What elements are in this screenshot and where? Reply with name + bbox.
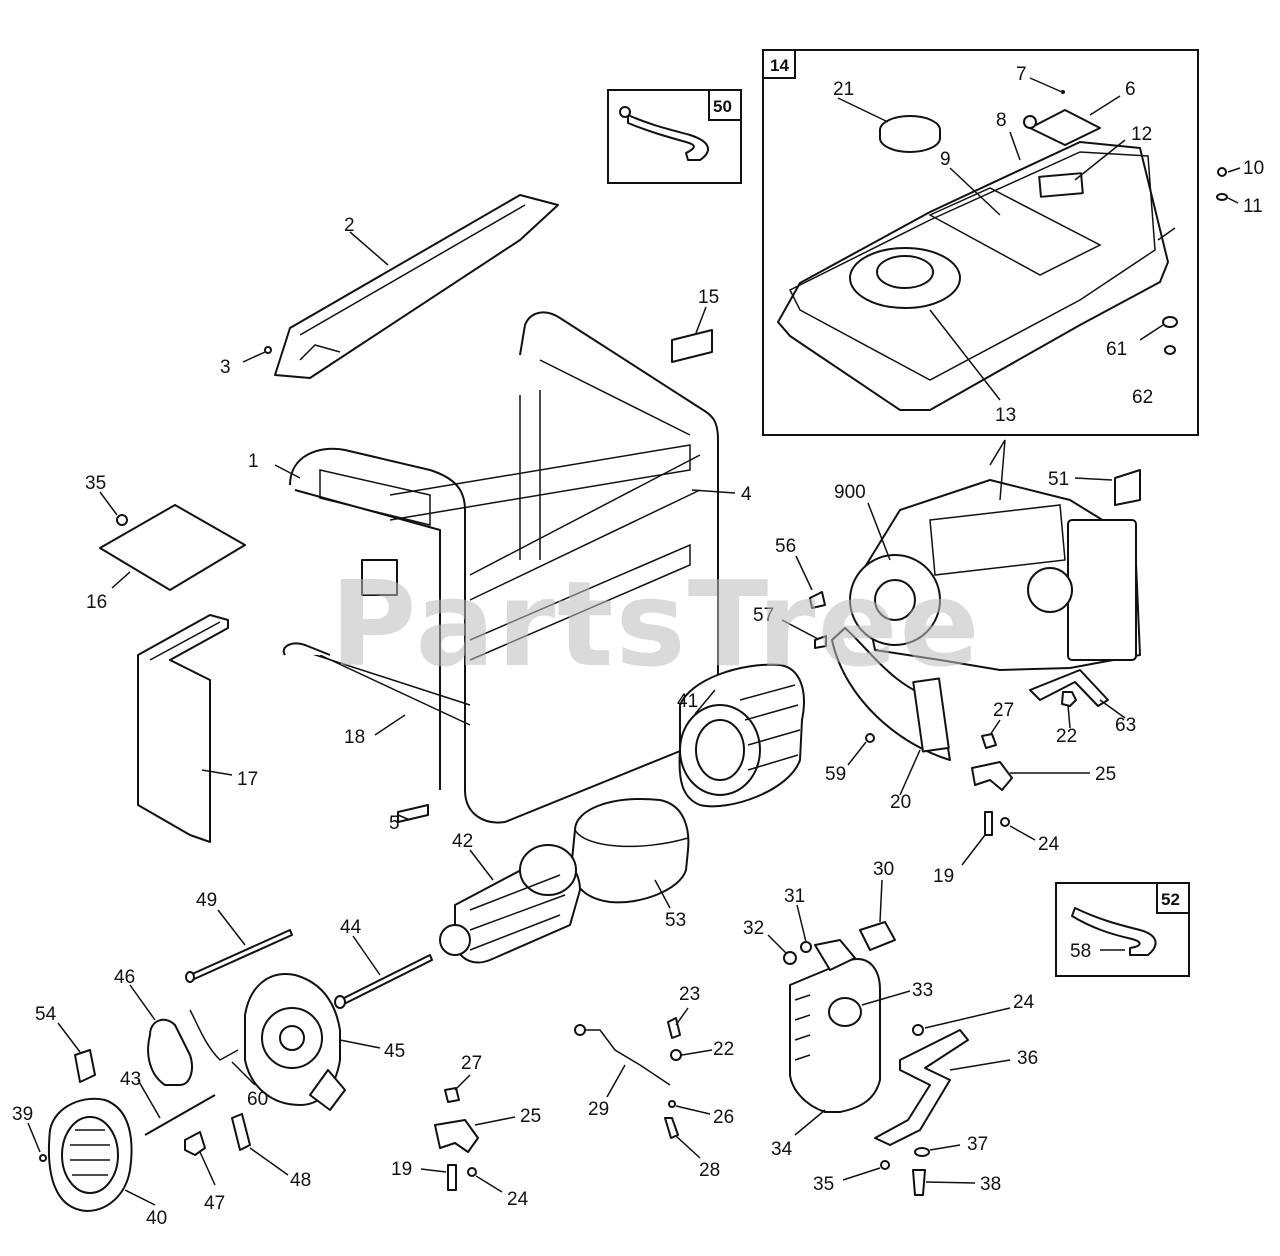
callout-33: 33 [912,980,933,1001]
inset-label-fuel-tank: 14 [770,56,789,75]
callout-47: 47 [204,1193,225,1214]
callout-1: 1 [248,451,259,472]
callout-44: 44 [340,917,362,938]
lower-hardware [420,1007,713,1193]
callout-41: 41 [677,691,698,712]
fuel-tank-inset: 14 [762,49,1241,436]
callout-13: 13 [995,405,1016,426]
callout-53: 53 [665,910,686,931]
inset-label-52: 52 [1161,890,1180,909]
callout-59: 59 [825,764,846,785]
hose-inset-52: 52 [1055,882,1190,977]
callout-36: 36 [1017,1048,1038,1069]
base-plate [99,491,246,591]
callout-34: 34 [771,1139,793,1160]
callout-48: 48 [290,1170,311,1191]
engine [781,439,1141,671]
callout-62: 62 [1132,387,1153,408]
callout-43: 43 [120,1069,141,1090]
callout-20: 20 [890,792,911,813]
side-panel [137,614,233,843]
stator [570,663,805,909]
callout-24-right: 24 [1013,992,1035,1013]
callout-30: 30 [873,859,894,880]
capacitor-and-bracket [184,1113,289,1186]
callout-63: 63 [1115,715,1136,736]
callout-24-lower: 24 [507,1189,529,1210]
callout-19-upper: 19 [933,866,954,887]
watermark: PartsTree [330,555,982,693]
callout-23: 23 [679,984,700,1005]
connector-54 [57,1022,96,1083]
callout-37: 37 [967,1134,988,1155]
callout-16: 16 [86,592,107,613]
through-bolts [185,909,433,1009]
callout-35-bottom: 35 [813,1174,834,1195]
callout-51: 51 [1048,469,1069,490]
callout-5: 5 [389,813,400,834]
callout-8: 8 [996,110,1007,131]
callout-35-top: 35 [85,473,106,494]
fan-shroud [779,627,1126,866]
callout-31: 31 [784,886,805,907]
end-cover [27,1079,216,1212]
callout-3: 3 [220,357,231,378]
callout-25-lower: 25 [520,1106,541,1127]
callout-2: 2 [344,215,355,236]
control-panel-cover [242,194,559,379]
callout-21: 21 [833,79,854,100]
callout-24-upper: 24 [1038,834,1060,855]
frame [274,306,736,824]
callout-19-lower: 19 [391,1159,412,1180]
callout-28: 28 [699,1160,720,1181]
callout-57: 57 [753,605,774,626]
callout-10: 10 [1243,158,1264,179]
callout-12: 12 [1131,124,1152,145]
muffler [767,879,1011,1196]
callout-29: 29 [588,1099,609,1120]
rotor [439,844,581,964]
rear-bearing-carrier [244,973,381,1111]
callout-61: 61 [1106,339,1127,360]
callout-39: 39 [12,1104,33,1125]
callout-7: 7 [1016,64,1027,85]
callout-11: 11 [1243,196,1263,217]
callout-32: 32 [743,918,764,939]
callout-900: 900 [834,482,866,503]
callout-38: 38 [980,1174,1001,1195]
callout-9: 9 [940,149,951,170]
callout-46: 46 [114,967,135,988]
brush-assembly [129,984,256,1086]
fuel-tank [777,141,1169,411]
callout-4: 4 [741,484,752,505]
callout-27-upper: 27 [993,700,1014,721]
callout-42: 42 [452,831,473,852]
callout-15: 15 [698,287,719,308]
callout-40: 40 [146,1208,167,1229]
inset-label-50: 50 [713,97,732,116]
callout-60: 60 [247,1089,268,1110]
callout-56: 56 [775,536,796,557]
callout-45: 45 [384,1041,405,1062]
callout-58: 58 [1070,941,1091,962]
callout-18: 18 [344,727,365,748]
callout-25-upper: 25 [1095,764,1116,785]
hose-inset-50: 50 [607,89,742,184]
callout-17: 17 [237,769,258,790]
callout-54: 54 [35,1004,57,1025]
callout-22-upper: 22 [1056,726,1077,747]
callout-6: 6 [1125,79,1136,100]
callout-22-lower: 22 [713,1039,734,1060]
callout-27-lower: 27 [461,1053,482,1074]
callout-26: 26 [713,1107,734,1128]
callout-49: 49 [196,890,217,911]
